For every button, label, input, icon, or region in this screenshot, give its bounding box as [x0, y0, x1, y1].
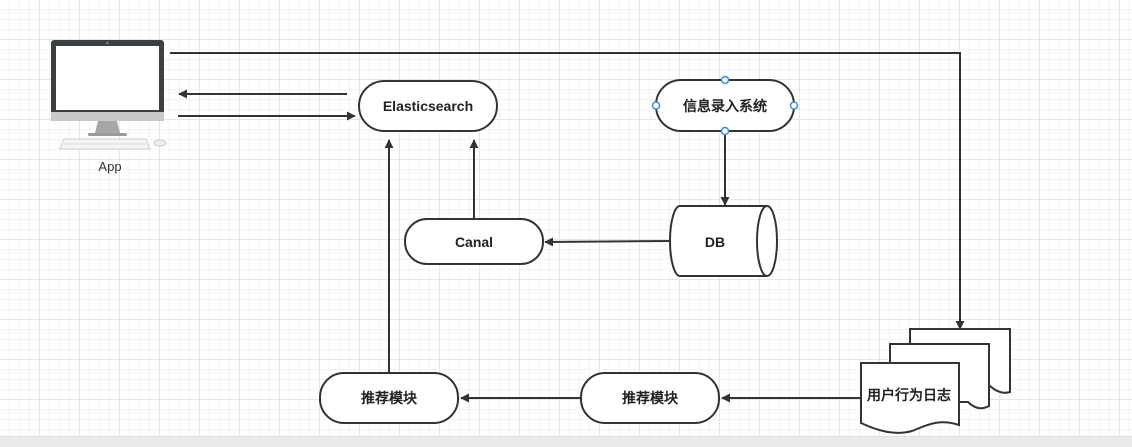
canvas-scrollbar[interactable] — [0, 436, 1132, 447]
recommend-module-node-right[interactable]: 推荐模块 — [580, 372, 720, 424]
recommend-module-label-right: 推荐模块 — [622, 390, 679, 406]
edge-app-to-user-log[interactable] — [170, 52, 965, 330]
elasticsearch-label: Elasticsearch — [383, 98, 473, 114]
connection-handle-right[interactable] — [789, 101, 799, 110]
desktop-computer-icon — [51, 40, 167, 150]
recommend-module-node-left[interactable]: 推荐模块 — [319, 372, 459, 424]
info-system-node[interactable]: 信息录入系统 — [651, 75, 799, 136]
edge-db-to-canal[interactable] — [544, 237, 671, 247]
canal-label: Canal — [455, 234, 493, 250]
connection-handle-bottom[interactable] — [720, 126, 730, 136]
app-label: App — [98, 159, 121, 174]
canal-node[interactable]: Canal — [404, 218, 544, 265]
recommend-module-label-left: 推荐模块 — [361, 390, 418, 406]
db-node[interactable]: DB — [669, 205, 778, 277]
connection-handle-top[interactable] — [720, 75, 730, 85]
edges — [170, 52, 965, 403]
elasticsearch-node[interactable]: Elasticsearch — [358, 80, 498, 132]
db-label: DB — [705, 234, 725, 250]
connection-handle-left[interactable] — [651, 101, 661, 110]
app-node[interactable]: App — [51, 40, 167, 174]
user-log-node[interactable]: 用户行为日志 — [860, 328, 1011, 434]
user-log-label: 用户行为日志 — [867, 387, 951, 403]
info-system-label: 信息录入系统 — [683, 98, 767, 114]
